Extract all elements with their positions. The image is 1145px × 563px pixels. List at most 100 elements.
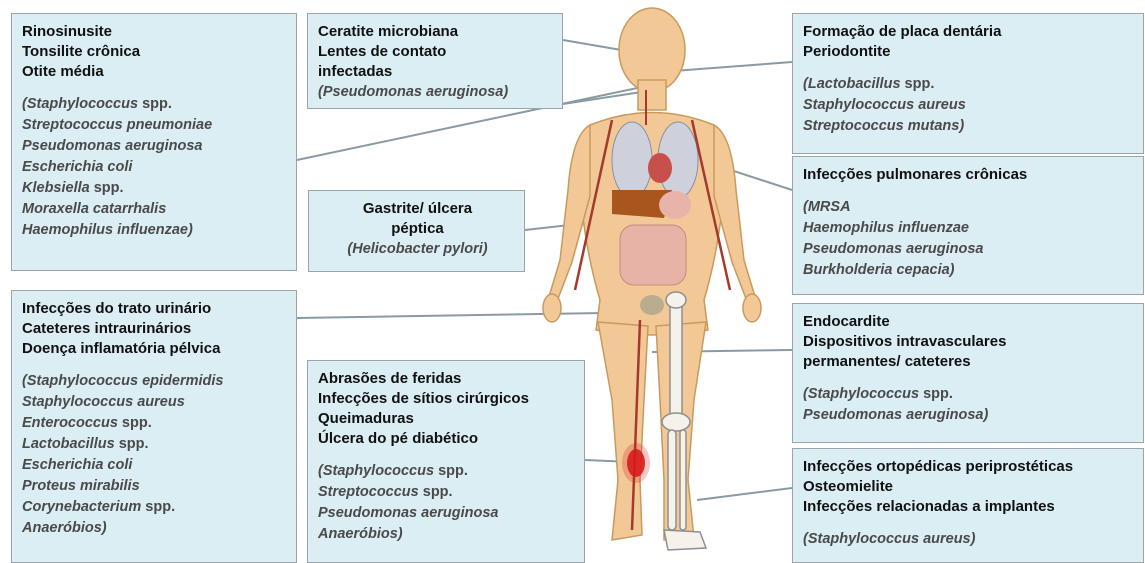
condition-label: Formação de placa dentária [803,22,1135,42]
organism-line: (Staphylococcus epidermidis [22,371,288,392]
organism-line: Staphylococcus aureus [22,392,288,413]
organism-line: Klebsiella spp. [22,178,288,199]
organism-line: Moraxella catarrhalis [22,199,288,220]
organism-name: Haemophilus influenzae [803,220,969,236]
organism-name: Pseudomonas aeruginosa [22,138,203,154]
organism-line: Pseudomonas aeruginosa [803,239,1135,260]
organism-name: Klebsiella [22,180,90,196]
condition-label: Cateteres intraurinários [22,319,288,339]
organism-suffix: ) [483,241,488,257]
organism-line: Proteus mirabilis [22,476,288,497]
condition-label: Gastrite/ úlcera [319,199,516,219]
organism-line: (MRSA [803,197,1135,218]
organism-suffix: spp. [118,415,152,431]
organism-suffix: ) [503,84,508,100]
organism-name: Lactobacillus [808,76,901,92]
organism-suffix: ) [188,222,193,238]
condition-label: Otite média [22,62,288,82]
organism-name: Moraxella catarrhalis [22,201,166,217]
organism-suffix: ) [959,118,964,134]
condition-label: Infecções pulmonares crônicas [803,165,1135,185]
organism-line: Pseudomonas aeruginosa [22,136,288,157]
organism-line: Enterococcus spp. [22,413,288,434]
organism-name: Streptococcus mutans [803,118,959,134]
organism-line: Escherichia coli [22,455,288,476]
organism-line: Streptococcus mutans) [803,116,1135,137]
organism-name: Burkholderia cepacia [803,262,950,278]
endocarditis-box: EndocarditeDispositivos intravascularesp… [792,303,1144,443]
organism-line: (Staphylococcus spp. [318,461,576,482]
condition-label: Rinosinusite [22,22,288,42]
organism-line: Anaeróbios) [318,524,576,545]
organism-suffix: ) [971,531,976,547]
organism-name: Pseudomonas aeruginosa [803,407,984,423]
heart [648,153,672,183]
organism-prefix: Anaeróbios) [22,520,107,536]
organism-name: Streptococcus [318,484,419,500]
organism-name: MRSA [808,199,851,215]
organism-line: Burkholderia cepacia) [803,260,1135,281]
organism-suffix: ) [950,262,955,278]
organism-name: Staphylococcus aureus [808,531,971,547]
organism-name: Pseudomonas aeruginosa [803,241,984,257]
organism-suffix: spp. [901,76,935,92]
organism-line: Streptococcus pneumoniae [22,115,288,136]
connector-keratitis-2 [563,92,642,104]
organism-name: Proteus mirabilis [22,478,140,494]
organism-name: Lactobacillus [22,436,115,452]
bladder [640,295,664,315]
organism-name: Staphylococcus aureus [22,394,185,410]
organism-line: Streptococcus spp. [318,482,576,503]
organism-name: Escherichia coli [22,159,132,175]
condition-label: Periodontite [803,42,1135,62]
condition-label: Infecções ortopédicas periprostéticas [803,457,1135,477]
condition-label: Tonsilite crônica [22,42,288,62]
organism-line: Pseudomonas aeruginosa) [803,405,1135,426]
organism-name: Helicobacter pylori [352,241,483,257]
organism-line: Staphylococcus aureus [803,95,1135,116]
organism-line: Haemophilus influenzae [803,218,1135,239]
organism-line: Lactobacillus spp. [22,434,288,455]
organism-name: Staphylococcus [808,386,919,402]
organism-line: (Staphylococcus aureus) [803,529,1135,550]
organism-line: Escherichia coli [22,157,288,178]
stomach [659,191,691,219]
organism-line: (Lactobacillus spp. [803,74,1135,95]
organism-suffix: ) [984,407,989,423]
organism-suffix: spp. [141,499,175,515]
condition-label: Abrasões de feridas [318,369,576,389]
connector-ortho [697,488,792,500]
organism-suffix: spp. [919,386,953,402]
condition-label: Doença inflamatória pélvica [22,339,288,359]
organism-suffix: spp. [419,484,453,500]
organism-line: Haemophilus influenzae) [22,220,288,241]
organism-suffix: spp. [138,96,172,112]
organism-line: Pseudomonas aeruginosa [318,503,576,524]
condition-label: Osteomielite [803,477,1135,497]
organism-name: Staphylococcus [27,96,138,112]
left-lung [612,122,652,198]
condition-label: Infecções do trato urinário [22,299,288,319]
organism-suffix: spp. [90,180,124,196]
organism-name: Staphylococcus [323,463,434,479]
condition-label: Queimaduras [318,409,576,429]
orthopedic-box: Infecções ortopédicas periprostéticasOst… [792,448,1144,563]
organism-name: Staphylococcus epidermidis [27,373,224,389]
organism-prefix: Anaeróbios) [318,526,403,542]
pulmonary-box: Infecções pulmonares crônicas (MRSA Haemo… [792,156,1144,295]
organism-line: (Staphylococcus spp. [803,384,1135,405]
organism-name: Pseudomonas aeruginosa [323,84,504,100]
organism-name: Escherichia coli [22,457,132,473]
condition-label: Ceratite microbiana [318,22,554,42]
organism-name: Haemophilus influenzae [22,222,188,238]
organism-name: Streptococcus pneumoniae [22,117,212,133]
organism-line: (Helicobacter pylori) [319,239,516,260]
organism-line: (Pseudomonas aeruginosa) [318,82,554,103]
organism-name: Pseudomonas aeruginosa [318,505,499,521]
organism-name: Corynebacterium [22,499,141,515]
